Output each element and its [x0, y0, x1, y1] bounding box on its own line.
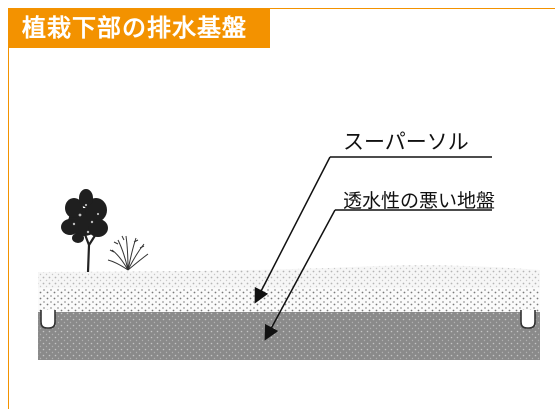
super-soil-arrow	[254, 156, 331, 304]
diagram-frame	[8, 8, 555, 409]
super-soil-label: スーパーソル	[343, 130, 469, 154]
shrub-icon	[107, 235, 149, 271]
surface-soil-layer	[38, 265, 540, 290]
ground-layer	[38, 312, 540, 360]
ground-arrow	[264, 209, 336, 341]
page-title: 植栽下部の排水基盤	[8, 8, 270, 48]
super-soil-layer	[38, 288, 540, 312]
drain-pipe-icon	[40, 310, 56, 329]
drain-pipe-icon	[520, 310, 536, 329]
tree-icon	[61, 189, 108, 273]
poor-drainage-ground-label: 透水性の悪い地盤	[343, 190, 496, 212]
